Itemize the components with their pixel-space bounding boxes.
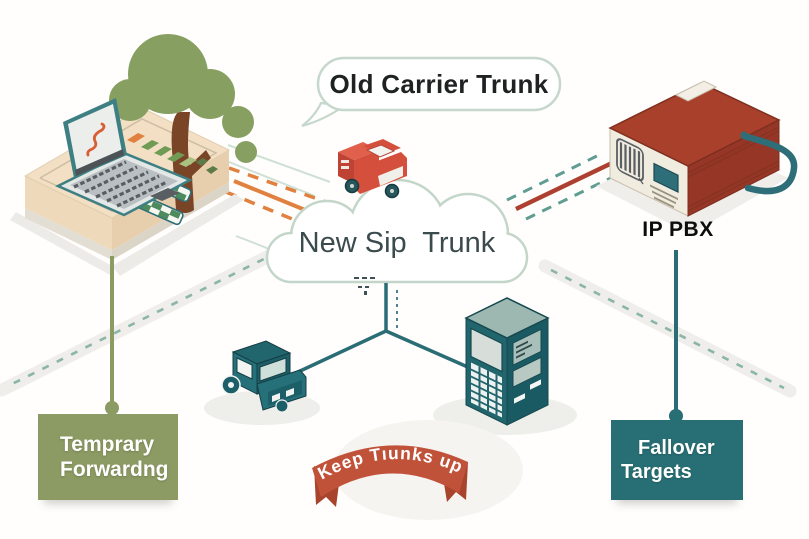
temporary-forwarding-sign: Temprary Forwardng xyxy=(38,414,178,500)
old-carrier-trunk-label: Old Carrier Trunk xyxy=(329,68,549,99)
sign-line-2: Forwardng xyxy=(60,458,169,481)
server-tower-icon xyxy=(433,297,577,435)
pbx-route xyxy=(506,151,620,221)
status-chips xyxy=(127,133,197,167)
failover-targets-sign: Fallover Targets xyxy=(611,420,743,500)
new-sip-trunk-label: New Sip Trunk xyxy=(298,226,496,259)
laptop-desk-illustration xyxy=(10,34,257,276)
screen-arrow-icon xyxy=(86,122,106,157)
new-trunk-links xyxy=(297,283,471,374)
cloud-shape xyxy=(265,178,529,284)
utility-vehicle-icon xyxy=(204,340,320,425)
sign-line-1: Temprary xyxy=(60,432,155,456)
sign-line-1: Fallover xyxy=(638,437,715,459)
cable-handle-icon xyxy=(740,132,798,195)
old-trunk-route xyxy=(225,166,333,225)
laptop-icon xyxy=(55,98,193,217)
pbx-appliance-icon xyxy=(596,80,798,234)
ribbon-banner: Keep Tıunks up xyxy=(312,420,523,520)
ip-pbx-label: IP PBX xyxy=(642,218,714,241)
speech-bubble xyxy=(316,56,562,112)
route-lines xyxy=(0,144,797,398)
delivery-truck-icon xyxy=(338,139,407,199)
sign-connectors xyxy=(105,250,683,423)
tiny-label-marks xyxy=(354,277,375,295)
sign-line-2: Targets xyxy=(621,461,692,483)
